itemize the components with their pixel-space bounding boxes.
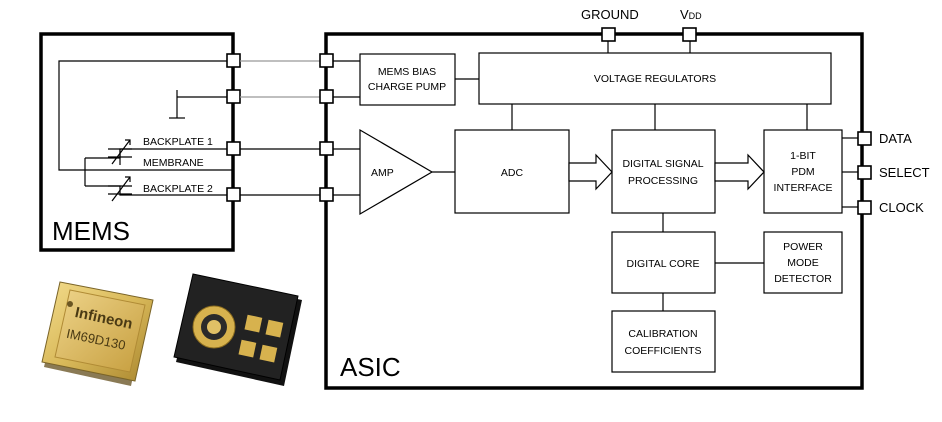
amp-label: AMP: [371, 167, 394, 179]
adc-block: [454, 129, 570, 214]
power-label-1: POWER: [783, 241, 823, 253]
asic-pad-2: [319, 89, 334, 104]
mems-bias-label-2: CHARGE PUMP: [368, 81, 446, 93]
select-pin-label: SELECT: [879, 165, 930, 180]
clock-pin-label: CLOCK: [879, 200, 924, 215]
mems-wiring: [58, 60, 233, 202]
calibration-coefficients-block: [611, 310, 716, 373]
mems-pad-2: [226, 89, 241, 104]
voltage-regulators-label: VOLTAGE REGULATORS: [594, 73, 716, 85]
digital-core-label: DIGITAL CORE: [627, 258, 700, 270]
vdd-pad: [682, 27, 697, 42]
data-pin-label: DATA: [879, 131, 912, 146]
membrane-label: MEMBRANE: [143, 157, 204, 169]
calibration-label-2: COEFFICIENTS: [624, 345, 701, 357]
power-mode-detector-block: [763, 231, 843, 294]
ground-pad: [601, 27, 616, 42]
power-label-2: MODE: [787, 257, 819, 269]
asic-title: ASIC: [340, 352, 401, 382]
data-pad: [857, 131, 872, 146]
chip-bottom-photo: [173, 273, 302, 386]
bond-wires: [240, 60, 320, 196]
backplate-2-label: BACKPLATE 2: [143, 183, 213, 195]
voltage-regulators-block: [478, 52, 832, 105]
solder-pad-2: [265, 319, 284, 338]
calibration-label-1: CALIBRATION: [628, 328, 697, 340]
asic-pad-4: [319, 187, 334, 202]
select-pad: [857, 165, 872, 180]
dsp-to-pdm-arrow: [714, 153, 765, 191]
mems-pad-1: [226, 53, 241, 68]
power-label-3: DETECTOR: [774, 273, 832, 285]
ground-label: GROUND: [581, 7, 639, 22]
asic-wiring: [333, 60, 858, 311]
pdm-label-2: PDM: [791, 166, 814, 178]
amp-triangle: [359, 128, 434, 216]
mems-title: MEMS: [52, 216, 130, 246]
solder-pad-1: [244, 314, 263, 333]
dsp-block: [611, 129, 716, 214]
chip-top-photo: Infineon IM69D130: [41, 281, 154, 386]
dsp-label-1: DIGITAL SIGNAL: [622, 158, 703, 170]
asic-pad-3: [319, 141, 334, 156]
clock-pad: [857, 200, 872, 215]
backplate-1-label: BACKPLATE 1: [143, 136, 213, 148]
mems-pad-3: [226, 141, 241, 156]
solder-pad-3: [238, 339, 257, 358]
solder-pad-4: [259, 344, 278, 363]
asic-pad-1: [319, 53, 334, 68]
adc-label: ADC: [501, 167, 524, 179]
adc-to-dsp-arrow: [568, 153, 613, 191]
pdm-interface-block: [763, 129, 843, 214]
mems-bias-label-1: MEMS BIAS: [378, 66, 436, 78]
vdd-label: VDD: [680, 7, 702, 22]
pdm-label-1: 1-BIT: [790, 150, 816, 162]
mems-bias-charge-pump-block: [359, 53, 456, 106]
dsp-label-2: PROCESSING: [628, 175, 698, 187]
pdm-label-3: INTERFACE: [774, 182, 833, 194]
digital-core-block: [611, 231, 716, 294]
mems-pad-4: [226, 187, 241, 202]
